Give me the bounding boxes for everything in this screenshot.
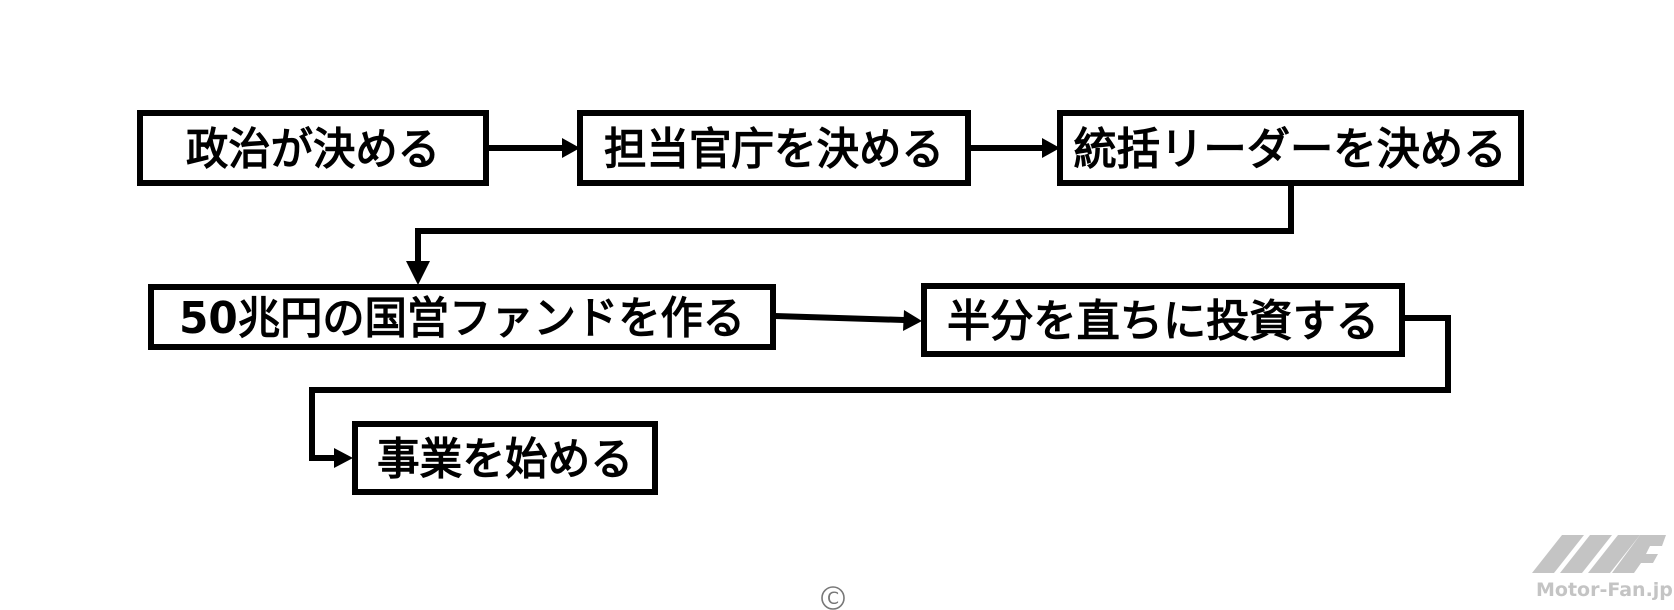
copyright-icon: C <box>821 586 845 610</box>
flow-step-5-label: 半分を直ちに投資する <box>947 296 1379 347</box>
flow-step-6-label: 事業を始める <box>377 434 633 485</box>
arrowhead-step6 <box>334 448 353 468</box>
flow-step-2: 担当官庁を決める <box>577 110 971 186</box>
flow-step-4: 50兆円の国営ファンドを作る <box>148 284 776 350</box>
connector-step4-to-step5 <box>774 313 905 323</box>
arrowhead-step5 <box>903 310 922 331</box>
motor-fan-logo-text: Motor-Fan.jp <box>1536 579 1673 601</box>
arrowhead-step4 <box>406 261 430 285</box>
flow-step-1-label: 政治が決める <box>186 124 440 175</box>
flow-step-3-label: 統括リーダーを決める <box>1074 124 1507 175</box>
motor-fan-logo: Motor-Fan.jp <box>1532 535 1673 601</box>
flow-step-4-label: 50兆円の国営ファンドを作る <box>179 293 745 344</box>
flow-step-1: 政治が決める <box>137 110 489 186</box>
flow-step-3: 統括リーダーを決める <box>1057 110 1524 186</box>
connector-step5-to-step6 <box>309 315 1451 461</box>
copyright-letter: C <box>827 589 839 609</box>
arrowhead-step3 <box>1042 138 1060 158</box>
connector-step3-to-step4 <box>415 185 1294 264</box>
flow-step-2-label: 担当官庁を決める <box>604 124 944 175</box>
flow-step-5: 半分を直ちに投資する <box>921 283 1405 357</box>
flow-step-6: 事業を始める <box>352 421 658 495</box>
arrowhead-step2 <box>562 138 580 158</box>
connectors <box>309 138 1451 468</box>
